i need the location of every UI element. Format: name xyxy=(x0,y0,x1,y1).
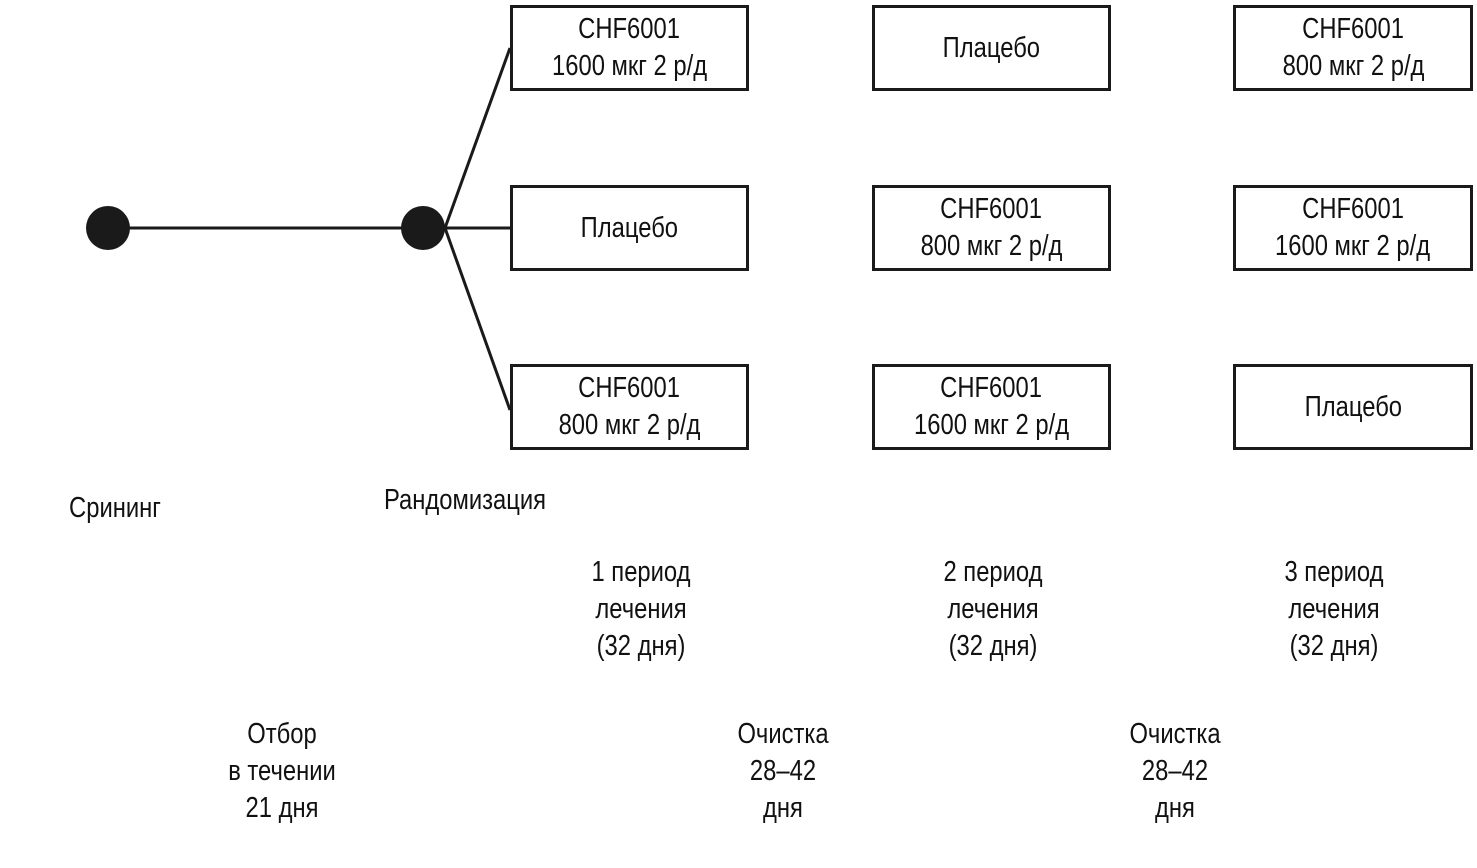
treatment-dose: 800 мкг 2 р/д xyxy=(558,409,701,441)
treatment-drug: CHF6001 xyxy=(578,372,681,404)
treatment-dose: 1600 мкг 2 р/д xyxy=(551,50,708,82)
treatment-dose: 800 мкг 2 р/д xyxy=(1282,50,1424,82)
treatment-drug: CHF6001 xyxy=(940,193,1043,225)
arm-2-period-2-box: CHF6001 800 мкг 2 р/д xyxy=(872,185,1111,271)
branch-line-arm-3 xyxy=(443,227,512,411)
treatment-drug: Плацебо xyxy=(580,211,679,244)
randomization-node xyxy=(401,206,445,250)
treatment-drug: CHF6001 xyxy=(1302,193,1404,225)
treatment-dose: 1600 мкг 2 р/д xyxy=(1275,230,1431,262)
arm-3-period-2-box: CHF6001 1600 мкг 2 р/д xyxy=(872,364,1111,450)
washout-1-label: Очистка 28–42 дня xyxy=(737,718,829,824)
arm-2-period-1-box: Плацебо xyxy=(510,185,749,271)
treatment-drug: Плацебо xyxy=(1304,390,1402,423)
treatment-drug: Плацебо xyxy=(942,31,1041,64)
arm-3-period-3-box: Плацебо xyxy=(1233,364,1473,450)
arm-1-period-2-box: Плацебо xyxy=(872,5,1111,91)
treatment-dose: 800 мкг 2 р/д xyxy=(920,230,1063,262)
period-3-label: 3 период лечения (32 дня) xyxy=(1284,556,1384,662)
period-2-label: 2 период лечения (32 дня) xyxy=(943,556,1043,662)
screening-node xyxy=(86,206,130,250)
arm-1-period-1-box: CHF6001 1600 мкг 2 р/д xyxy=(510,5,749,91)
period-1-label: 1 период лечения (32 дня) xyxy=(591,556,691,662)
arm-2-period-3-box: CHF6001 1600 мкг 2 р/д xyxy=(1233,185,1473,271)
branch-line-arm-1 xyxy=(443,47,512,229)
screening-label: Срининг xyxy=(69,492,161,524)
treatment-drug: CHF6001 xyxy=(940,372,1043,404)
washout-2-label: Очистка 28–42 дня xyxy=(1129,718,1221,824)
arm-3-period-1-box: CHF6001 800 мкг 2 р/д xyxy=(510,364,749,450)
treatment-drug: CHF6001 xyxy=(1302,13,1404,45)
arm-1-period-3-box: CHF6001 800 мкг 2 р/д xyxy=(1233,5,1473,91)
selection-interval-label: Отбор в течении 21 дня xyxy=(228,718,336,824)
treatment-drug: CHF6001 xyxy=(578,13,681,45)
treatment-dose: 1600 мкг 2 р/д xyxy=(913,409,1070,441)
randomization-label: Рандомизация xyxy=(383,484,547,516)
